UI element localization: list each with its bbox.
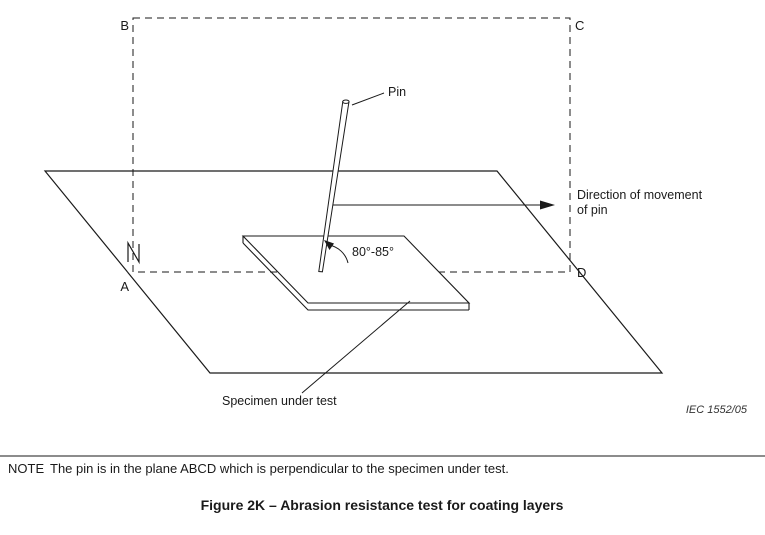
specimen bbox=[241, 235, 471, 311]
direction-label-line2: of pin bbox=[577, 203, 608, 217]
work-surface bbox=[43, 170, 664, 374]
corner-label-a: A bbox=[120, 279, 129, 294]
note-label: NOTE bbox=[8, 461, 44, 476]
direction-label-line1: Direction of movement bbox=[577, 188, 703, 202]
angle-label: 80°-85° bbox=[352, 245, 394, 259]
pin-top-cap bbox=[342, 99, 350, 104]
break-mark bbox=[127, 240, 140, 265]
corner-label-b: B bbox=[120, 18, 129, 33]
note-text: The pin is in the plane ABCD which is pe… bbox=[50, 461, 509, 476]
angle-arc bbox=[324, 240, 349, 264]
corner-label-c: C bbox=[575, 18, 584, 33]
iec-reference: IEC 1552/05 bbox=[686, 404, 748, 416]
pin-label: Pin bbox=[388, 85, 406, 99]
pin bbox=[318, 99, 350, 273]
corner-label-d: D bbox=[577, 265, 586, 280]
figure-caption: Figure 2K – Abrasion resistance test for… bbox=[201, 497, 564, 513]
specimen-leader-line bbox=[301, 300, 411, 394]
pin-leader-line bbox=[351, 92, 385, 106]
plane-abcd-dashed-outline bbox=[132, 17, 571, 273]
specimen-label: Specimen under test bbox=[222, 394, 337, 408]
direction-arrow bbox=[332, 200, 555, 210]
